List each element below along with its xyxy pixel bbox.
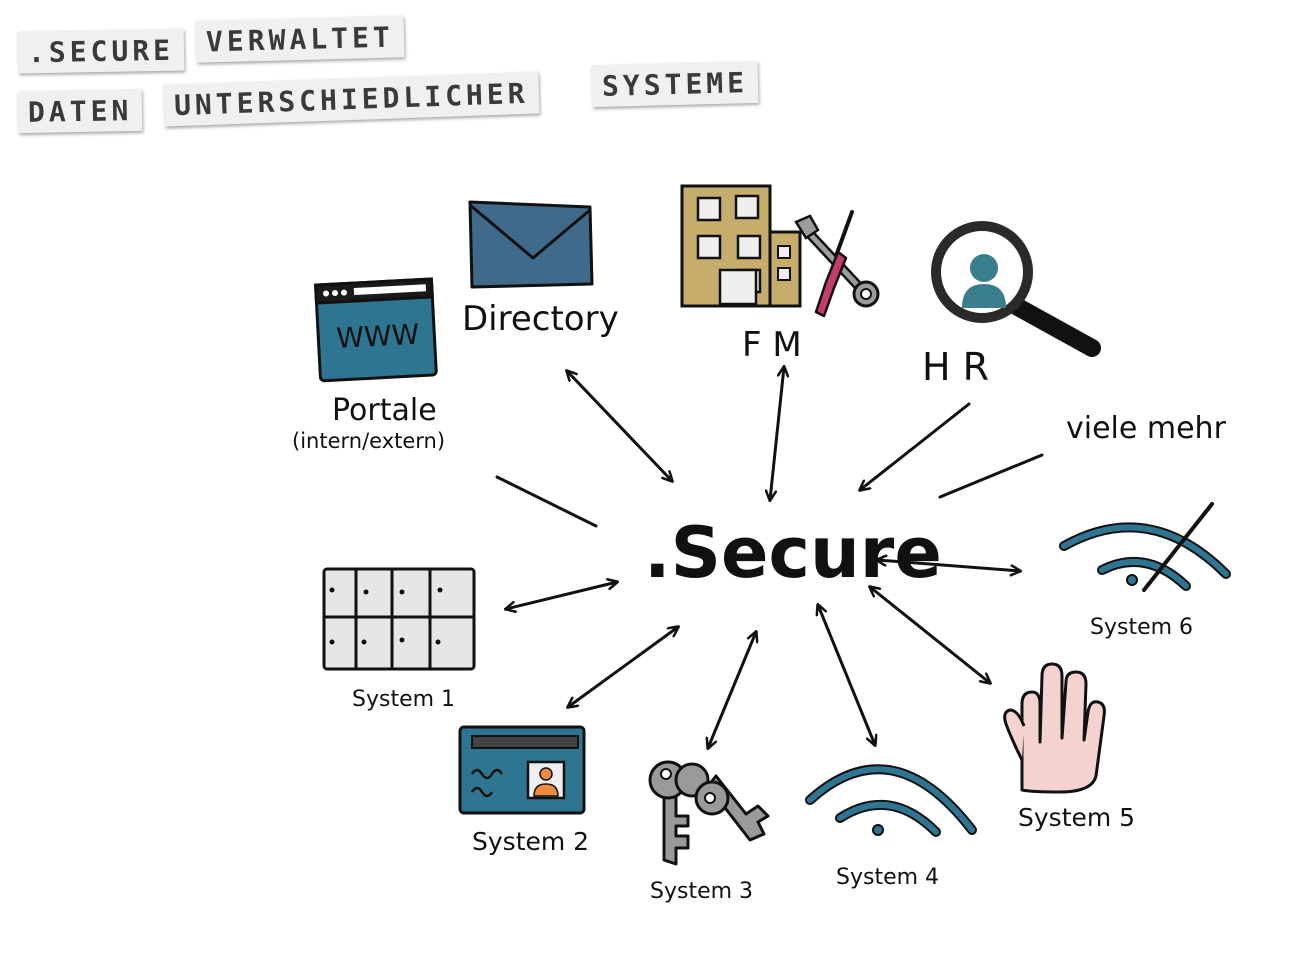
arrow-fm — [770, 367, 784, 500]
magnifier-person-icon — [931, 221, 1101, 357]
locker-grid-icon — [322, 567, 476, 671]
wrench-icon — [794, 214, 880, 308]
system3-node: System 3 — [648, 760, 770, 904]
arrow-system1 — [506, 582, 617, 609]
hr-label: H R — [922, 345, 989, 389]
wifi-off-icon — [1059, 502, 1231, 592]
fm-node: F M — [680, 184, 880, 365]
system4-node: System 4 — [805, 764, 977, 890]
system1-node: System 1 — [322, 567, 476, 712]
arrow-hr — [860, 402, 971, 490]
fm-label: F M — [742, 325, 802, 365]
portale-sublabel: (intern/extern) — [292, 429, 445, 453]
portale-label: Portale — [332, 393, 437, 428]
www-text: WWW — [336, 318, 421, 355]
connectors — [495, 367, 1044, 748]
directory-label: Directory — [462, 299, 619, 339]
system1-label: System 1 — [352, 687, 455, 712]
envelope-icon — [468, 200, 594, 289]
building-icon — [680, 184, 802, 308]
hand-stop-icon — [1003, 662, 1106, 794]
system6-label: System 6 — [1090, 615, 1193, 640]
system2-label: System 2 — [472, 827, 589, 856]
arrow-directory — [567, 371, 672, 481]
arrow-system3 — [708, 632, 756, 748]
keys-icon — [648, 760, 770, 866]
arrow-system4 — [818, 605, 875, 745]
arrow-system6 — [877, 560, 1020, 571]
center-label: .Secure — [644, 512, 942, 594]
hr-node: H R — [922, 221, 1101, 389]
system2-node: System 2 — [458, 725, 589, 856]
id-card-icon — [458, 725, 586, 815]
arrow-system5 — [870, 587, 990, 683]
arrow-system2 — [568, 627, 678, 707]
screwdriver-icon — [814, 210, 854, 318]
line-viele-mehr — [938, 453, 1044, 499]
system4-label: System 4 — [836, 865, 939, 890]
browser-window-icon: WWW — [313, 277, 438, 383]
line-portale — [495, 475, 598, 528]
directory-node: Directory — [462, 200, 619, 339]
system5-label: System 5 — [1018, 803, 1135, 832]
system3-label: System 3 — [650, 879, 753, 904]
viele-mehr-label: viele mehr — [1066, 411, 1227, 446]
system6-node: System 6 — [1059, 502, 1231, 640]
system5-node: System 5 — [1003, 662, 1135, 832]
portale-node: WWW Portale (intern/extern) — [292, 277, 445, 453]
wifi-icon — [805, 764, 977, 837]
